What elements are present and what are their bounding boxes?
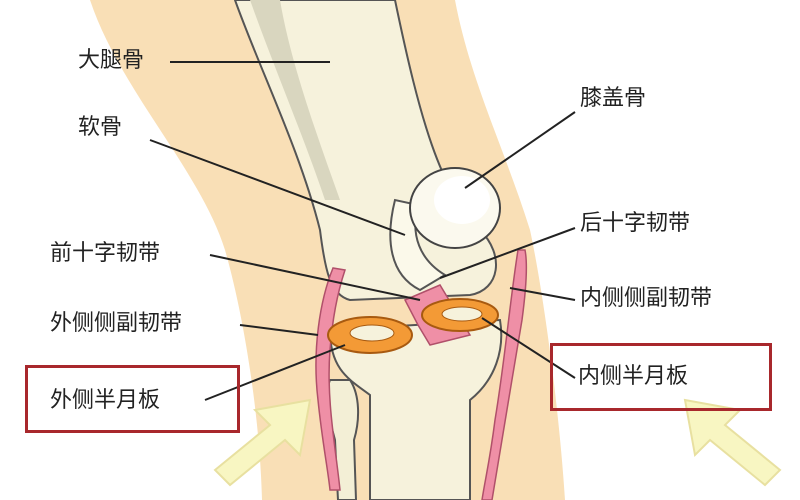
label-cartilage: 软骨	[78, 115, 123, 140]
label-acl: 前十字韧带	[50, 241, 161, 266]
medial-collateral-ligament	[481, 249, 528, 500]
lateral-collateral-ligament	[315, 267, 346, 491]
label-femur: 大腿骨	[78, 48, 145, 73]
label-medial-meniscus: 内侧半月板	[578, 364, 689, 389]
medial-meniscus-highlight-box	[550, 343, 772, 411]
label-mcl: 内侧侧副韧带	[580, 286, 713, 311]
label-lcl: 外侧侧副韧带	[50, 311, 183, 336]
label-patella: 膝盖骨	[580, 86, 647, 111]
label-lateral-meniscus: 外侧半月板	[50, 388, 161, 413]
label-pcl: 后十字韧带	[580, 211, 691, 236]
tibia	[328, 318, 503, 500]
femur-shade	[250, 0, 340, 200]
lateral-meniscus-highlight-box	[25, 365, 240, 433]
arrow-left-icon	[213, 398, 312, 487]
arrow-right-icon	[683, 398, 782, 487]
leader-lines	[149, 61, 576, 401]
